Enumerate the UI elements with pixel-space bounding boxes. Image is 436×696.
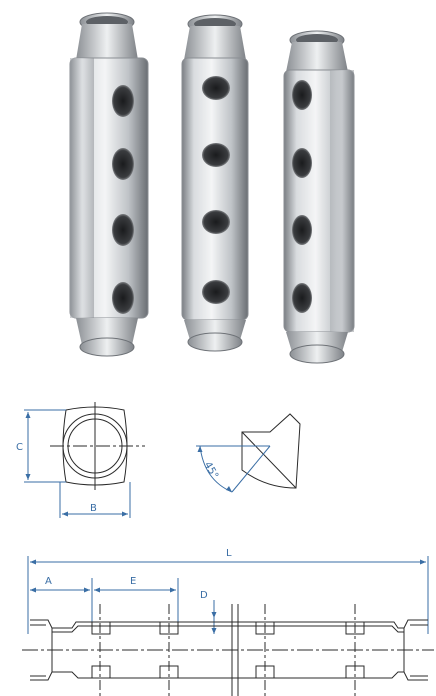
outlet-hole xyxy=(292,80,312,110)
outlet-hole xyxy=(292,148,312,178)
outlet-hole xyxy=(292,215,312,245)
label-angle: 45° xyxy=(202,460,220,481)
cross-section-drawing xyxy=(24,402,145,518)
dimension-c xyxy=(24,409,66,483)
label-e: E xyxy=(130,576,136,587)
dimension-l xyxy=(27,556,429,634)
label-b: B xyxy=(90,503,97,514)
outlet-hole xyxy=(112,214,134,246)
manifold-left xyxy=(69,12,149,357)
dimension-e xyxy=(94,578,179,628)
dimension-b xyxy=(59,482,131,518)
outlet-hole xyxy=(202,210,230,234)
dimension-a xyxy=(30,578,93,628)
outlet-hole xyxy=(202,280,230,304)
product-photo xyxy=(69,12,355,364)
longitudinal-section-drawing xyxy=(22,556,434,696)
label-a: A xyxy=(45,576,52,587)
outlet-hole xyxy=(202,76,230,100)
section-square-outline xyxy=(62,406,128,486)
outlet-hole xyxy=(112,148,134,180)
angle-detail-profile xyxy=(241,413,301,489)
label-c: C xyxy=(16,442,23,453)
outlet-hole xyxy=(112,282,134,314)
manifold-center xyxy=(181,14,249,352)
label-d: D xyxy=(200,590,208,601)
outlet-hole xyxy=(292,283,312,313)
dimension-d xyxy=(211,600,217,634)
outlet-hole xyxy=(112,85,134,117)
label-l: L xyxy=(226,548,232,559)
manifold-right xyxy=(283,30,355,364)
outlet-hole xyxy=(202,143,230,167)
angle-detail-drawing xyxy=(196,413,301,493)
